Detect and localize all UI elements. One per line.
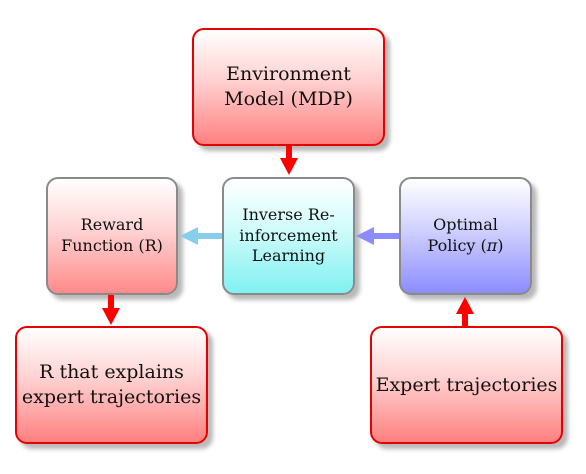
arrow-reward-to-explains (102, 295, 120, 325)
environment-line1: Environment (226, 63, 351, 86)
irl-line2: inforcement (239, 225, 338, 245)
reward-function-label: Reward Function (R) (61, 215, 163, 257)
arrow-irl-to-reward (180, 227, 222, 245)
optimal-policy-label: Optimal Policy (π) (427, 215, 503, 257)
policy-line2: Policy (π) (427, 236, 503, 257)
pi-symbol: π (486, 236, 498, 255)
explains-line2: expert trajectories (21, 386, 202, 408)
policy-line2-prefix: Policy ( (427, 236, 487, 255)
environment-model-node: Environment Model (MDP) (192, 28, 385, 146)
expert-trajectories-label: Expert trajectories (376, 373, 558, 398)
expert-trajectories-node: Expert trajectories (370, 326, 563, 444)
inverse-rl-label: Inverse Re- inforcement Learning (239, 205, 337, 267)
arrow-expert-to-policy (456, 297, 474, 326)
optimal-policy-node: Optimal Policy (π) (399, 177, 532, 295)
arrow-policy-to-irl (356, 227, 399, 245)
irl-line3: Learning (251, 246, 326, 266)
r-explains-label: R that explains expert trajectories (22, 360, 201, 409)
reward-line1: Reward (80, 215, 144, 235)
policy-line1: Optimal (433, 215, 498, 235)
r-explains-trajectories-node: R that explains expert trajectories (15, 326, 208, 444)
inverse-rl-node: Inverse Re- inforcement Learning (222, 177, 355, 295)
arrow-environment-to-irl (280, 146, 298, 175)
expert-line1: Expert trajectories (375, 373, 558, 396)
policy-line2-suffix: ) (497, 236, 504, 255)
irl-line1: Inverse Re- (242, 204, 335, 224)
explains-line1: R that explains (39, 361, 184, 384)
reward-line2: Function (R) (61, 236, 163, 255)
reward-function-node: Reward Function (R) (46, 177, 178, 295)
environment-line2: Model (MDP) (224, 88, 353, 110)
environment-model-label: Environment Model (MDP) (224, 62, 353, 111)
